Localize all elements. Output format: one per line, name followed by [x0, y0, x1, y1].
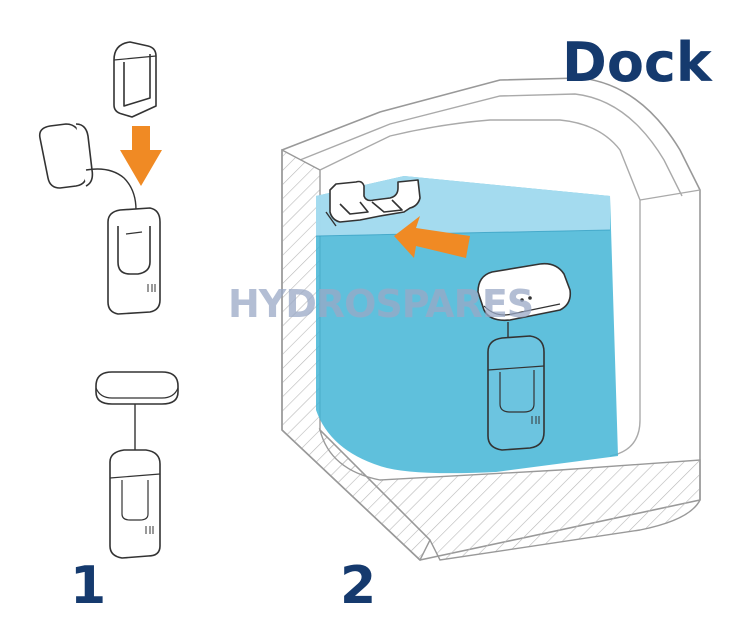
wireless-puck-icon [95, 371, 179, 405]
water-surface [316, 176, 610, 236]
spa-floor [318, 427, 701, 561]
cable [85, 168, 137, 211]
submerged-sensor-icon [487, 335, 545, 451]
dock-direction-arrow-icon [394, 216, 470, 258]
page-title: Dock [562, 31, 712, 94]
step-number-1: 1 [70, 556, 107, 616]
spa-cutaway-illustration [281, 77, 701, 562]
floating-puck-icon [477, 262, 572, 322]
step1-assembled-illustration [95, 371, 179, 559]
step-number-2: 2 [340, 556, 377, 616]
dock-bracket-icon [325, 179, 421, 227]
wireless-puck-icon [38, 123, 94, 189]
sensor-base-icon [107, 207, 161, 315]
brand-watermark: HYDROSPARES [228, 282, 534, 326]
sensor-cap-icon [113, 41, 157, 118]
step1-top-illustration [38, 41, 162, 315]
down-arrow-icon [120, 126, 162, 186]
sensor-assembled-icon [109, 449, 161, 559]
